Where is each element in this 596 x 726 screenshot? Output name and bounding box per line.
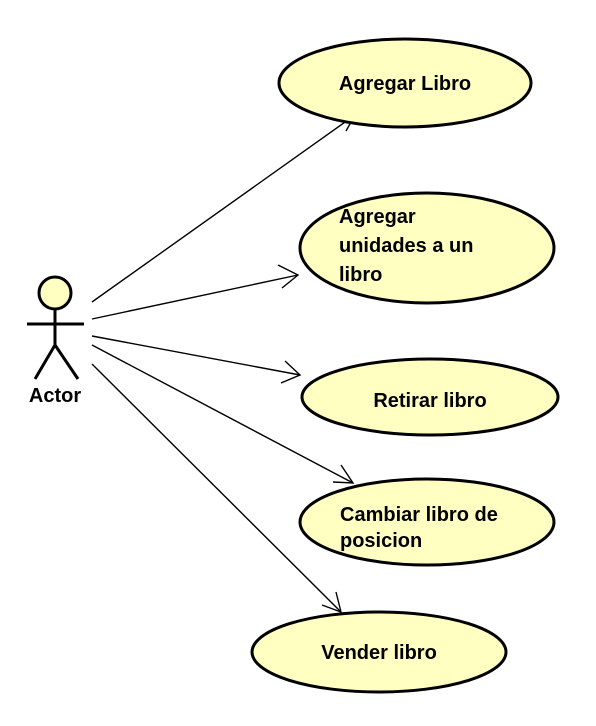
actor-left-leg [33, 344, 57, 380]
use-case-retirar-libro[interactable]: Retirar libro [300, 357, 560, 437]
use-case-label: Agregar Libro [339, 73, 471, 95]
arrowhead-retirar-libro [280, 360, 302, 384]
actor-right-leg [53, 344, 80, 380]
use-case-label: Retirar libro [373, 390, 486, 412]
arrowhead-cambiar-posicion [332, 464, 355, 484]
actor-head [37, 275, 73, 311]
arrowhead-agregar-unidades [277, 264, 300, 289]
actor[interactable]: Actor [27, 275, 84, 407]
use-case-vender-libro[interactable]: Vender libro [250, 610, 508, 694]
use-case-label: Vender libro [321, 642, 437, 664]
association-agregar-unidades [91, 264, 300, 320]
actor-label: Actor [29, 385, 81, 407]
arrowhead-vender-libro [321, 591, 343, 614]
association-retirar-libro [91, 335, 302, 384]
association-cambiar-posicion [91, 344, 355, 484]
use-case-label: Cambiar libro de posicion [340, 504, 503, 552]
association-vender-libro [91, 363, 343, 614]
use-case-agregar-libro[interactable]: Agregar Libro [277, 37, 533, 129]
use-case-label: Agregar unidades a un libro [339, 206, 479, 286]
use-case-agregar-unidades[interactable]: Agregar unidades a un libro [298, 191, 556, 305]
use-case-cambiar-posicion[interactable]: Cambiar libro de posicion [298, 477, 556, 567]
